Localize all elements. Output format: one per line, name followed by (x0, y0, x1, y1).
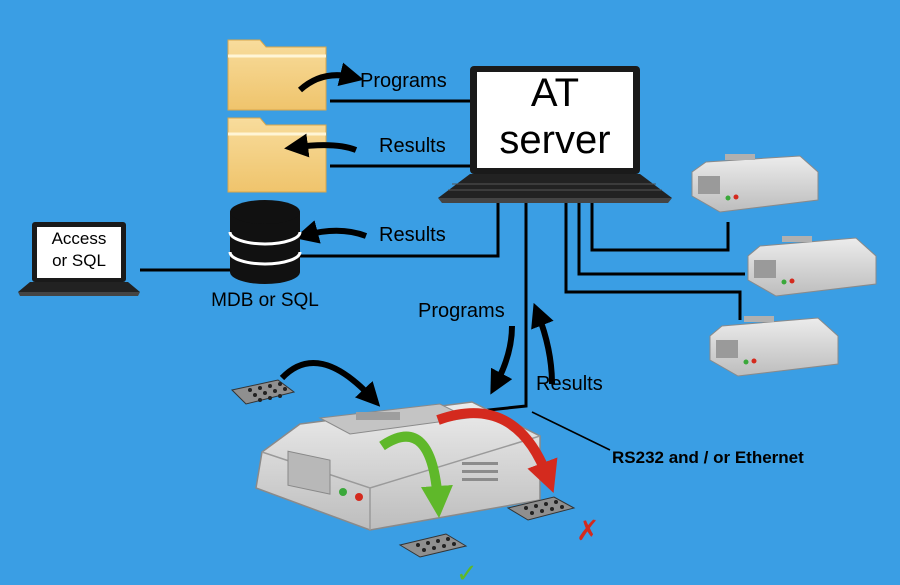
database-icon (228, 200, 302, 284)
client-laptop-label-line1: Access (52, 229, 107, 248)
arrow-results-to-database (294, 220, 368, 244)
label-results-vertical: Results (536, 373, 603, 395)
chip-tray-fail (506, 496, 576, 521)
main-tester-device (255, 401, 541, 531)
server-label-line1: AT (531, 71, 579, 115)
chip-tray-pass (398, 533, 468, 558)
programs-folder-icon (227, 39, 327, 111)
label-programs-top: Programs (360, 70, 447, 92)
tester-device-1 (691, 154, 819, 213)
accept-mark-icon: ✓ (456, 559, 478, 585)
client-laptop-label-line2: or SQL (52, 251, 106, 270)
connection-caption: RS232 and / or Ethernet (612, 448, 804, 467)
label-results-folder: Results (379, 135, 446, 157)
arrow-results-up (531, 302, 555, 385)
reject-mark-icon: ✗ (576, 514, 599, 547)
label-results-db: Results (379, 224, 446, 246)
server-label-line2: server (499, 118, 610, 162)
tester-device-2 (747, 236, 877, 297)
results-folder-icon (227, 117, 327, 193)
cable-server-tester-2 (577, 200, 745, 276)
arrow-programs-to-server (297, 62, 364, 93)
arrow-fail-red (436, 408, 558, 493)
cable-server-tester-1 (590, 200, 730, 252)
cable-rs232-pointer (531, 411, 611, 451)
cable-server-tester-3 (564, 200, 742, 320)
tester-device-3 (709, 316, 839, 377)
arrow-tray-into-tester (279, 360, 381, 407)
label-programs-vertical: Programs (418, 300, 505, 322)
client-laptop-icon (18, 222, 140, 296)
cables (140, 99, 745, 451)
cable-server-database (300, 200, 500, 258)
arrow-results-to-folder (284, 133, 358, 158)
arrow-pass-green (379, 431, 453, 518)
arrow-programs-down (490, 325, 515, 395)
server-laptop-icon (438, 66, 672, 203)
chip-tray-input (230, 379, 296, 405)
database-caption: MDB or SQL (211, 290, 319, 311)
